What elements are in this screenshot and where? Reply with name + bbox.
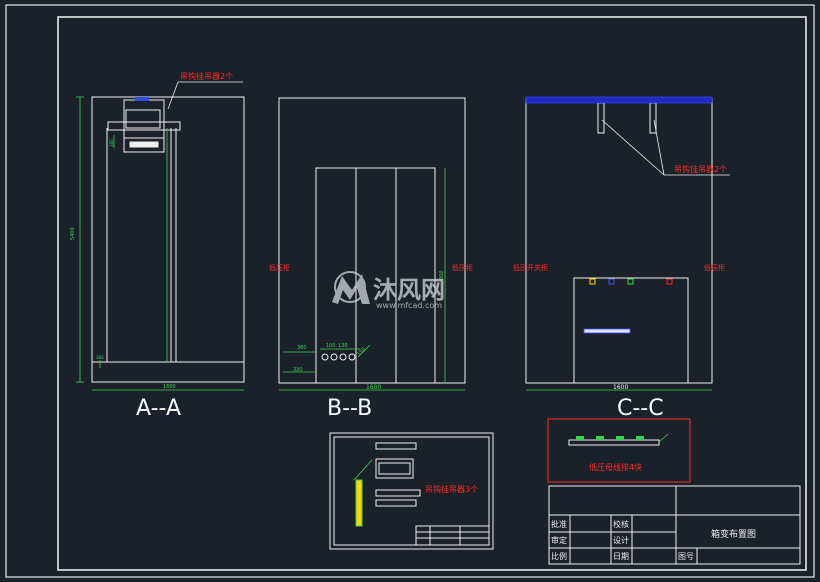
title-block-approve: 批准	[551, 519, 567, 529]
view-a-drawing	[91, 96, 245, 383]
title-block-date: 日期	[613, 552, 629, 561]
view-c-label: C--C	[617, 396, 664, 421]
title-block-review: 审定	[551, 535, 567, 545]
detail-box-note: 吊钩挂吊器3个	[425, 484, 478, 494]
watermark-url: www.mfcad.com	[376, 301, 442, 310]
view-b-label: B--B	[327, 396, 372, 421]
view-a-dim-height: 5400	[70, 227, 76, 240]
detail-box	[329, 432, 494, 550]
detail-box-green-bar	[355, 479, 363, 527]
title-block-drawing-no: 图号	[678, 552, 694, 561]
view-b-dim-800: 800	[439, 270, 445, 280]
view-c-dim-width: 1600	[613, 384, 628, 391]
view-c-note: 吊钩挂吊器2个	[674, 164, 727, 174]
view-b-dim-380: 380	[297, 345, 307, 351]
view-b-dim-330: 330	[293, 367, 303, 373]
view-a-hook	[135, 97, 149, 101]
watermark-logo-icon	[332, 271, 370, 304]
view-a-label: A--A	[136, 396, 181, 421]
title-block-check: 校核	[613, 519, 629, 529]
title-block-drawing-title: 箱变布置图	[711, 528, 756, 540]
view-c-side-right: 低压柜	[704, 263, 725, 272]
detail-box-leader	[353, 459, 373, 481]
view-c-top-bar	[525, 96, 713, 104]
view-c-side-left: 低压开关柜	[513, 263, 548, 272]
view-a-dim-base: 380	[96, 355, 104, 360]
view-b-dim-150: 150	[356, 346, 367, 357]
title-block-scale: 比例	[551, 551, 567, 561]
view-a-dim-top: 160	[109, 139, 114, 147]
view-b-dim-100: 100	[326, 343, 336, 349]
view-b-dim-130: 130	[338, 343, 348, 349]
view-c-busbar	[583, 328, 631, 334]
watermark-name: 沐风网	[373, 276, 445, 304]
red-box	[547, 418, 691, 483]
inner-border	[57, 16, 807, 571]
view-b-dim-width: 1600	[366, 384, 381, 391]
title-block	[548, 485, 801, 565]
view-a-note: 吊钩挂吊器2个	[180, 71, 233, 81]
view-b-note-right: 低压柜	[452, 263, 473, 272]
view-c-terminals	[589, 278, 673, 285]
view-a-dim-width: 1600	[163, 384, 176, 390]
red-box-note: 低压母线排4块	[589, 462, 642, 472]
view-c-leader	[601, 119, 730, 176]
view-a-dimensions	[76, 96, 244, 391]
view-b-drawing	[278, 97, 466, 384]
red-box-busbar	[568, 433, 669, 446]
view-c-drawing	[525, 98, 713, 384]
view-a-leader	[167, 81, 243, 110]
title-block-design: 设计	[613, 535, 629, 545]
view-b-dimensions	[279, 168, 465, 391]
outer-border	[5, 4, 815, 578]
view-b-note: 低压柜	[269, 263, 290, 272]
